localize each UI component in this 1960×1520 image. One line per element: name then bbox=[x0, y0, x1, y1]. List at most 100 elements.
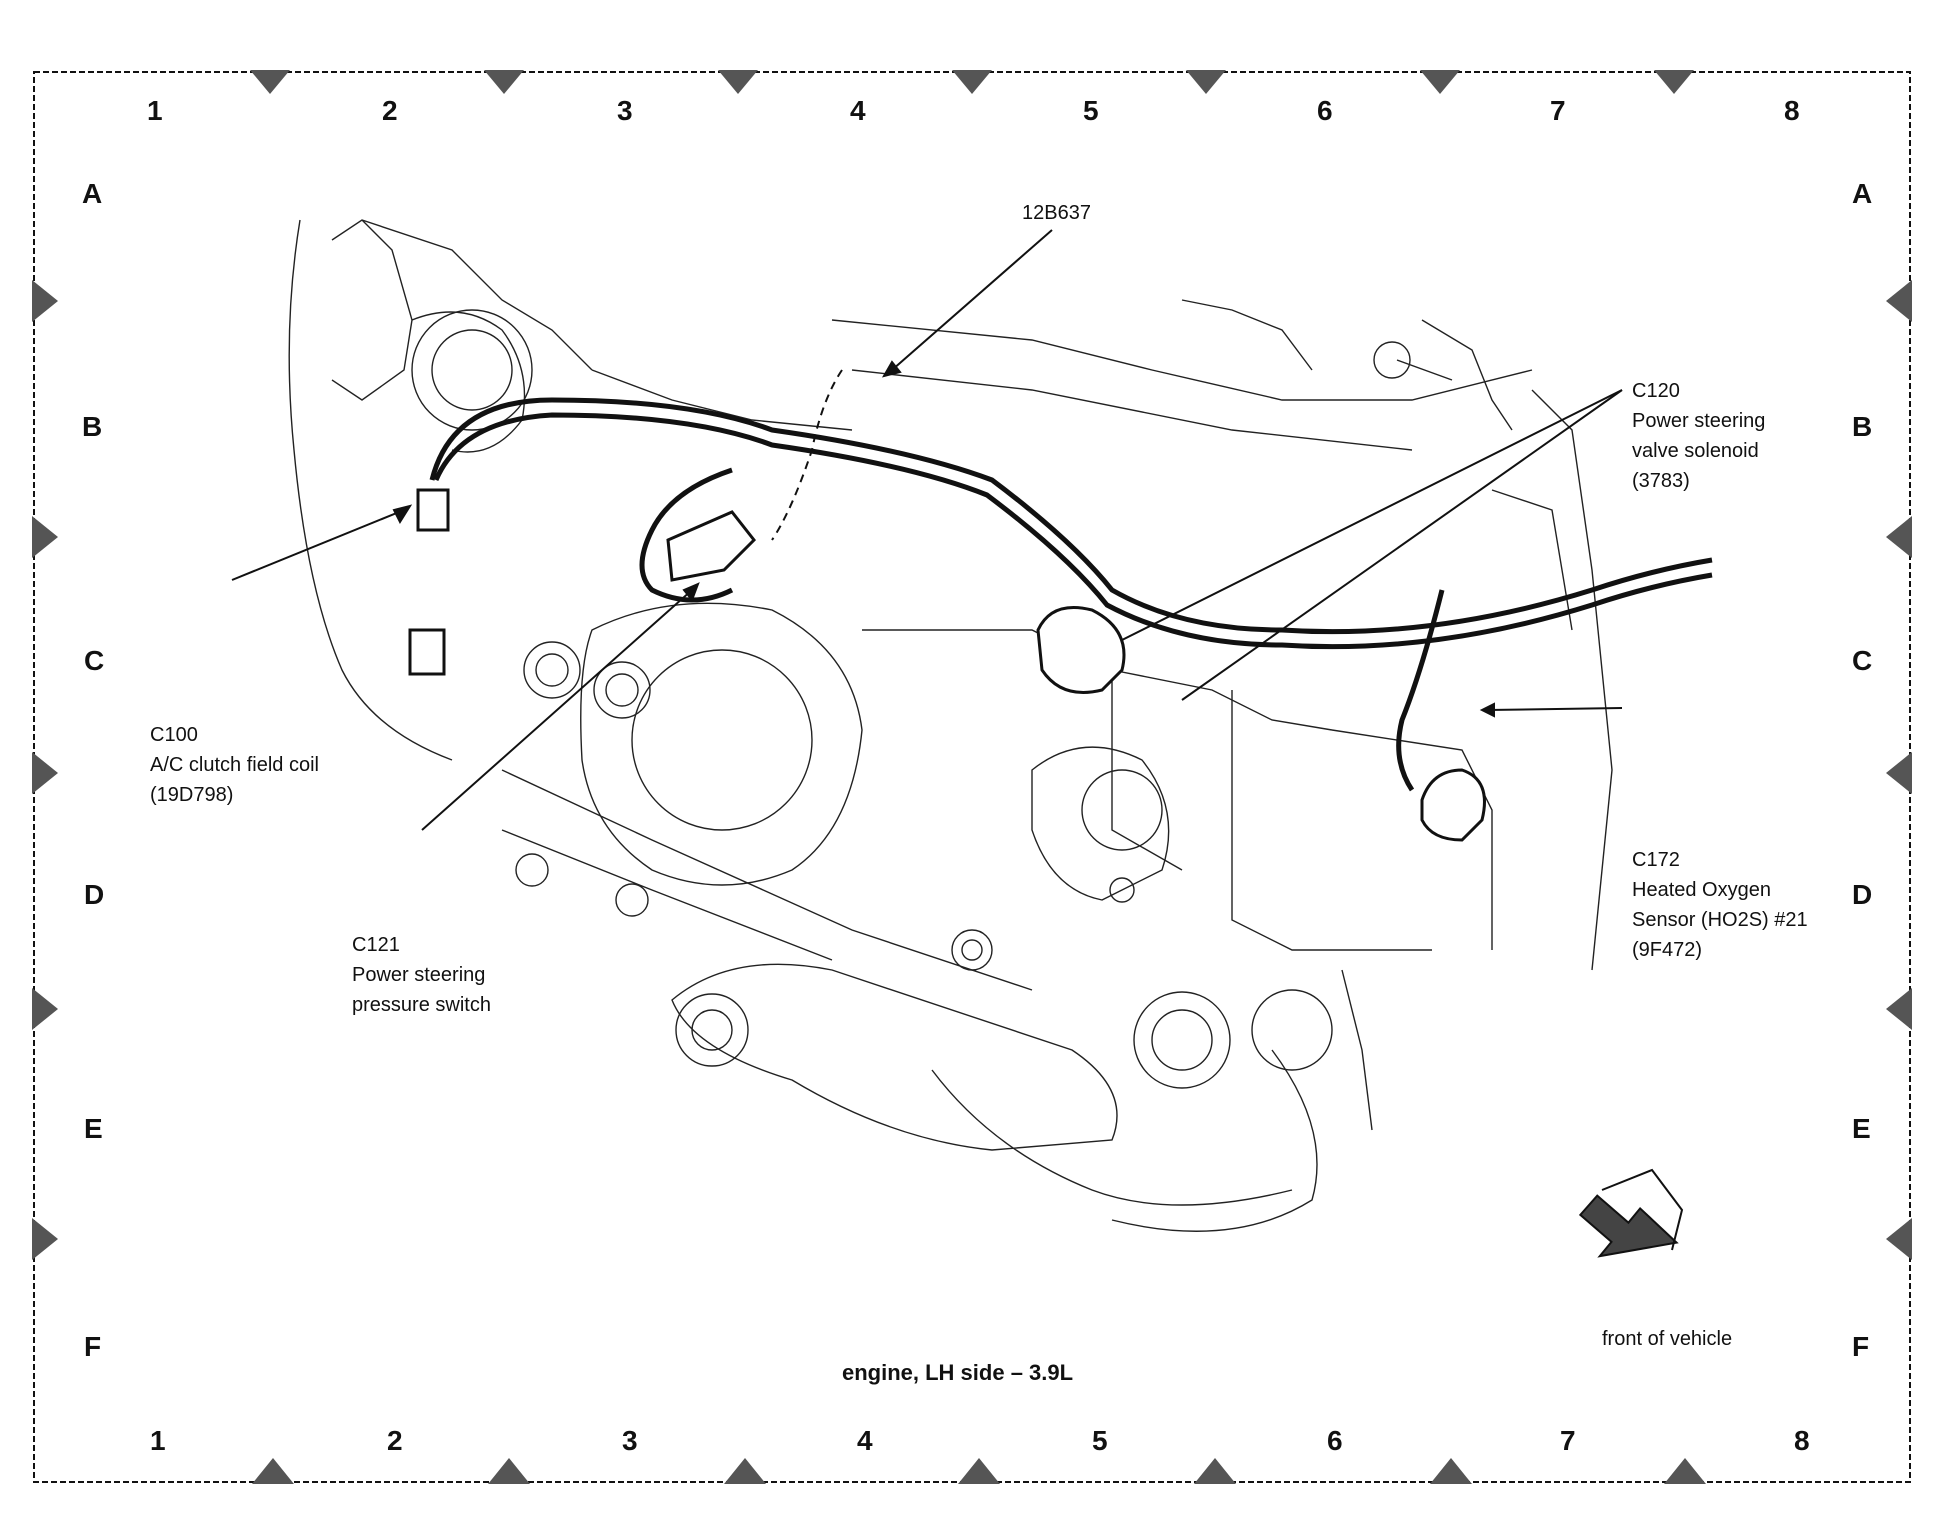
c100-connector-icon bbox=[416, 488, 450, 532]
connectors bbox=[408, 488, 1486, 842]
zone-marker-icon bbox=[484, 70, 524, 94]
zone-marker-icon bbox=[488, 1458, 530, 1484]
leader-arrowhead-icon bbox=[682, 582, 700, 602]
row-label-right: D bbox=[1852, 879, 1872, 910]
wiring-harness bbox=[429, 397, 1713, 792]
row-label-right: A bbox=[1852, 178, 1872, 209]
row-label-right: B bbox=[1852, 411, 1872, 442]
c172-connector-icon bbox=[1420, 768, 1486, 842]
zone-marker-icon bbox=[1886, 752, 1912, 794]
left-row-labels: A B C D E F bbox=[82, 178, 104, 1362]
zone-marker-icon bbox=[1194, 1458, 1236, 1484]
col-label-bottom: 6 bbox=[1327, 1425, 1343, 1456]
front-of-vehicle-label: front of vehicle bbox=[1602, 1328, 1733, 1350]
hose-routing-line bbox=[771, 369, 843, 541]
zone-marker-icon bbox=[718, 70, 758, 94]
front-of-vehicle-arrow-icon bbox=[1578, 1168, 1684, 1258]
zone-markers-bottom bbox=[252, 1458, 1706, 1484]
c172-code: C172 bbox=[1632, 849, 1680, 871]
col-label-top: 5 bbox=[1083, 95, 1099, 126]
col-label-top: 3 bbox=[617, 95, 633, 126]
col-label-top: 1 bbox=[147, 95, 163, 126]
col-label-top: 6 bbox=[1317, 95, 1333, 126]
zone-marker-icon bbox=[958, 1458, 1000, 1484]
part-12b637-code: 12B637 bbox=[1022, 202, 1091, 224]
zone-marker-icon bbox=[724, 1458, 766, 1484]
zone-marker-icon bbox=[1886, 988, 1912, 1030]
c120-connector-icon bbox=[1036, 606, 1126, 694]
c121-desc-1: Power steering bbox=[352, 964, 486, 986]
zone-marker-icon bbox=[1886, 280, 1912, 322]
leader-lines bbox=[231, 229, 1623, 831]
c121-callout: C121 Power steering pressure switch bbox=[352, 930, 491, 1020]
leader-arrowhead-icon bbox=[392, 504, 413, 525]
c172-callout: C172 Heated Oxygen Sensor (HO2S) #21 (9F… bbox=[1632, 845, 1808, 965]
zone-marker-icon bbox=[1886, 516, 1912, 558]
c120-desc-1: Power steering bbox=[1632, 410, 1766, 432]
diagram-caption: engine, LH side – 3.9L bbox=[842, 1360, 1074, 1385]
zone-marker-icon bbox=[1186, 70, 1226, 94]
c121-desc-2: pressure switch bbox=[352, 994, 491, 1016]
c120-callout: C120 Power steering valve solenoid (3783… bbox=[1632, 376, 1765, 496]
c121-connector-icon bbox=[666, 510, 757, 582]
leader-c120b bbox=[1181, 389, 1623, 701]
col-label-top: 2 bbox=[382, 95, 398, 126]
row-label-left: B bbox=[82, 411, 102, 442]
col-label-bottom: 7 bbox=[1560, 1425, 1576, 1456]
diagram-frame: 1 2 3 4 5 6 7 8 1 2 3 4 5 6 7 8 A B C D … bbox=[32, 70, 1912, 1484]
col-label-bottom: 1 bbox=[150, 1425, 166, 1456]
leader-12b637 bbox=[891, 229, 1053, 371]
c172-desc-2: Sensor (HO2S) #21 bbox=[1632, 909, 1808, 931]
leader-arrowhead-icon bbox=[1479, 702, 1495, 718]
c100-code: C100 bbox=[150, 724, 198, 746]
row-label-left: F bbox=[84, 1331, 101, 1362]
row-label-right: C bbox=[1852, 645, 1872, 676]
zone-marker-icon bbox=[32, 752, 58, 794]
zone-marker-icon bbox=[32, 988, 58, 1030]
bottom-column-labels: 1 2 3 4 5 6 7 8 bbox=[150, 1425, 1810, 1456]
row-label-left: A bbox=[82, 178, 102, 209]
zone-marker-icon bbox=[1664, 1458, 1706, 1484]
leader-c172 bbox=[1487, 707, 1623, 711]
c121-code: C121 bbox=[352, 934, 400, 956]
top-column-labels: 1 2 3 4 5 6 7 8 bbox=[147, 95, 1800, 126]
part-12b637-label: 12B637 bbox=[1022, 198, 1091, 228]
engine-line-art bbox=[288, 219, 1613, 1232]
leader-c121 bbox=[421, 589, 693, 831]
col-label-bottom: 5 bbox=[1092, 1425, 1108, 1456]
zone-marker-icon bbox=[1654, 70, 1694, 94]
row-label-left: D bbox=[84, 879, 104, 910]
zone-marker-icon bbox=[250, 70, 290, 94]
zone-markers-left bbox=[32, 280, 58, 1260]
col-label-bottom: 8 bbox=[1794, 1425, 1810, 1456]
col-label-top: 7 bbox=[1550, 95, 1566, 126]
c120-code: C120 bbox=[1632, 380, 1680, 402]
leader-c100 bbox=[231, 509, 405, 581]
c100-lower-connector-icon bbox=[408, 628, 446, 676]
leader-c120 bbox=[1121, 389, 1623, 641]
row-label-left: C bbox=[84, 645, 104, 676]
zone-marker-icon bbox=[252, 1458, 294, 1484]
engine-illustration: 1 2 3 4 5 6 7 8 1 2 3 4 5 6 7 8 A B C D … bbox=[32, 70, 1912, 1484]
c172-part-number: (9F472) bbox=[1632, 939, 1703, 961]
c100-callout: C100 A/C clutch field coil (19D798) bbox=[150, 720, 319, 810]
zone-marker-icon bbox=[1420, 70, 1460, 94]
zone-markers-right bbox=[1886, 280, 1912, 1260]
right-row-labels: A B C D E F bbox=[1852, 178, 1872, 1362]
col-label-top: 4 bbox=[850, 95, 866, 126]
zone-markers-top bbox=[250, 70, 1694, 94]
c120-desc-2: valve solenoid bbox=[1632, 440, 1759, 462]
row-label-left: E bbox=[84, 1113, 103, 1144]
c172-desc-1: Heated Oxygen bbox=[1632, 879, 1771, 901]
zone-marker-icon bbox=[1886, 1218, 1912, 1260]
leader-arrowhead-icon bbox=[881, 360, 902, 378]
c100-desc: A/C clutch field coil bbox=[150, 754, 319, 776]
col-label-top: 8 bbox=[1784, 95, 1800, 126]
col-label-bottom: 2 bbox=[387, 1425, 403, 1456]
row-label-right: F bbox=[1852, 1331, 1869, 1362]
zone-marker-icon bbox=[32, 516, 58, 558]
row-label-right: E bbox=[1852, 1113, 1871, 1144]
c100-part-number: (19D798) bbox=[150, 784, 234, 806]
c120-part-number: (3783) bbox=[1632, 470, 1690, 492]
zone-marker-icon bbox=[1430, 1458, 1472, 1484]
